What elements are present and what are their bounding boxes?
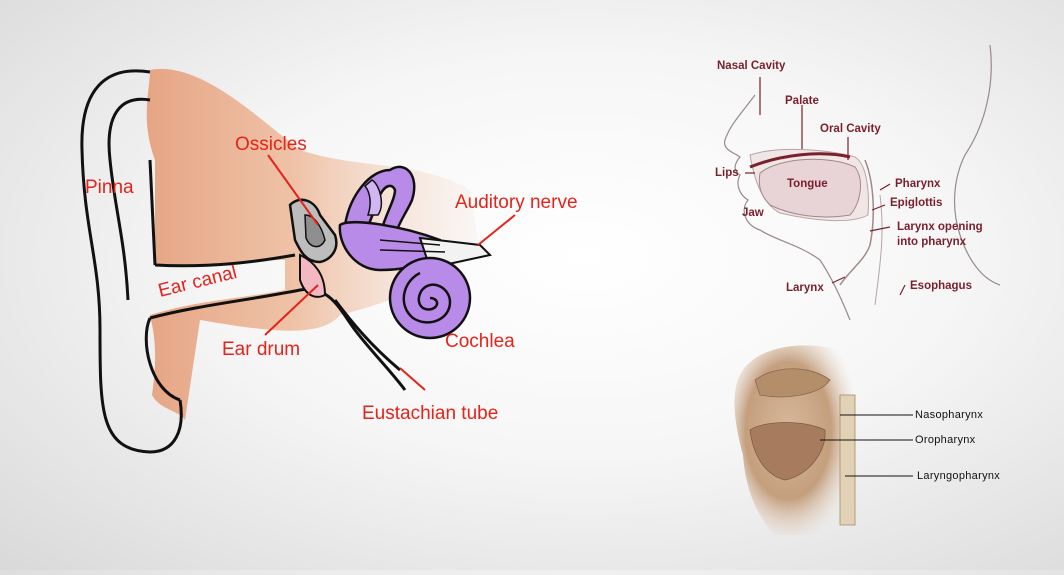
eustachian-tube-label: Eustachian tube (362, 403, 498, 424)
nasal-cavity-label: Nasal Cavity (717, 60, 786, 72)
pinna-inner-fold (107, 97, 151, 301)
auditory-nerve-label: Auditory nerve (455, 192, 578, 213)
cochlea-label: Cochlea (445, 331, 515, 352)
face-profile (723, 94, 851, 321)
larynx-opening-leader (869, 226, 891, 232)
larynx-label: Larynx (786, 282, 824, 294)
esophagus-line (874, 194, 883, 306)
tongue (758, 158, 861, 218)
lips-label: Lips (715, 167, 739, 179)
esophagus-leader (899, 284, 906, 296)
eustachian-tube-leader (399, 367, 426, 391)
back-of-neck (953, 44, 1001, 286)
ear-diagram-svg: Pinna Ossicles Auditory nerve Ear canal … (80, 68, 578, 454)
nasopharynx-label: Nasopharynx (915, 409, 983, 421)
ear-drum-label: Ear drum (222, 339, 300, 360)
throat-leaders (745, 77, 906, 296)
epiglottis-leader (871, 204, 886, 211)
pharynx-airway (839, 159, 875, 286)
ossicles-label: Ossicles (235, 134, 307, 155)
jaw-label: Jaw (742, 207, 764, 219)
esophagus-label: Esophagus (910, 280, 972, 292)
larynx-opening-label-line2: into pharynx (897, 236, 967, 248)
auditory-nerve-leader (477, 214, 516, 246)
palate-label: Palate (785, 95, 819, 107)
ossicles-leader (267, 154, 319, 226)
spine-column (839, 394, 856, 526)
antihelix-fold (148, 159, 157, 266)
cochlea-spiral (402, 271, 452, 324)
pinna-outline (80, 69, 183, 454)
palate (749, 152, 851, 169)
nerve-fiber (379, 249, 446, 253)
epiglottis-label: Epiglottis (890, 197, 942, 209)
oral-region (749, 422, 826, 481)
pinna-label: Pinna (85, 177, 134, 198)
pharynx-leader (879, 183, 891, 191)
ear-drum (299, 253, 327, 298)
laryngopharynx-label: Laryngopharynx (917, 470, 1000, 482)
ear-canal-upper-wall (154, 253, 296, 268)
pharynx-label: Pharynx (895, 178, 941, 190)
throat-anatomy-diagram: Nasal Cavity Palate Oral Cavity Lips Ton… (700, 44, 1040, 330)
nasal-region (754, 368, 831, 398)
larynx-leader (831, 276, 846, 284)
semicircular-canal-2 (363, 179, 383, 216)
ear-canal-label: Ear canal (156, 262, 239, 302)
pharynx-cross-section: Nasopharynx Oropharynx Laryngopharynx (715, 335, 1045, 540)
earlobe (144, 317, 181, 402)
nerve-fiber (379, 239, 441, 246)
oropharynx-label: Oropharynx (915, 434, 976, 446)
tongue-label: Tongue (787, 178, 828, 190)
eustachian-tube-wall (333, 299, 401, 372)
larynx-opening-label-line1: Larynx opening (897, 221, 983, 233)
pharynx-leaders (820, 414, 913, 477)
throat-diagram-svg: Nasal Cavity Palate Oral Cavity Lips Ton… (715, 44, 1001, 321)
ear-anatomy-diagram: Pinna Ossicles Auditory nerve Ear canal … (80, 68, 578, 454)
oral-cavity-label: Oral Cavity (820, 123, 881, 135)
ear-drum-leader (264, 284, 319, 336)
pharynx-diagram-svg: Nasopharynx Oropharynx Laryngopharynx (734, 345, 1000, 535)
